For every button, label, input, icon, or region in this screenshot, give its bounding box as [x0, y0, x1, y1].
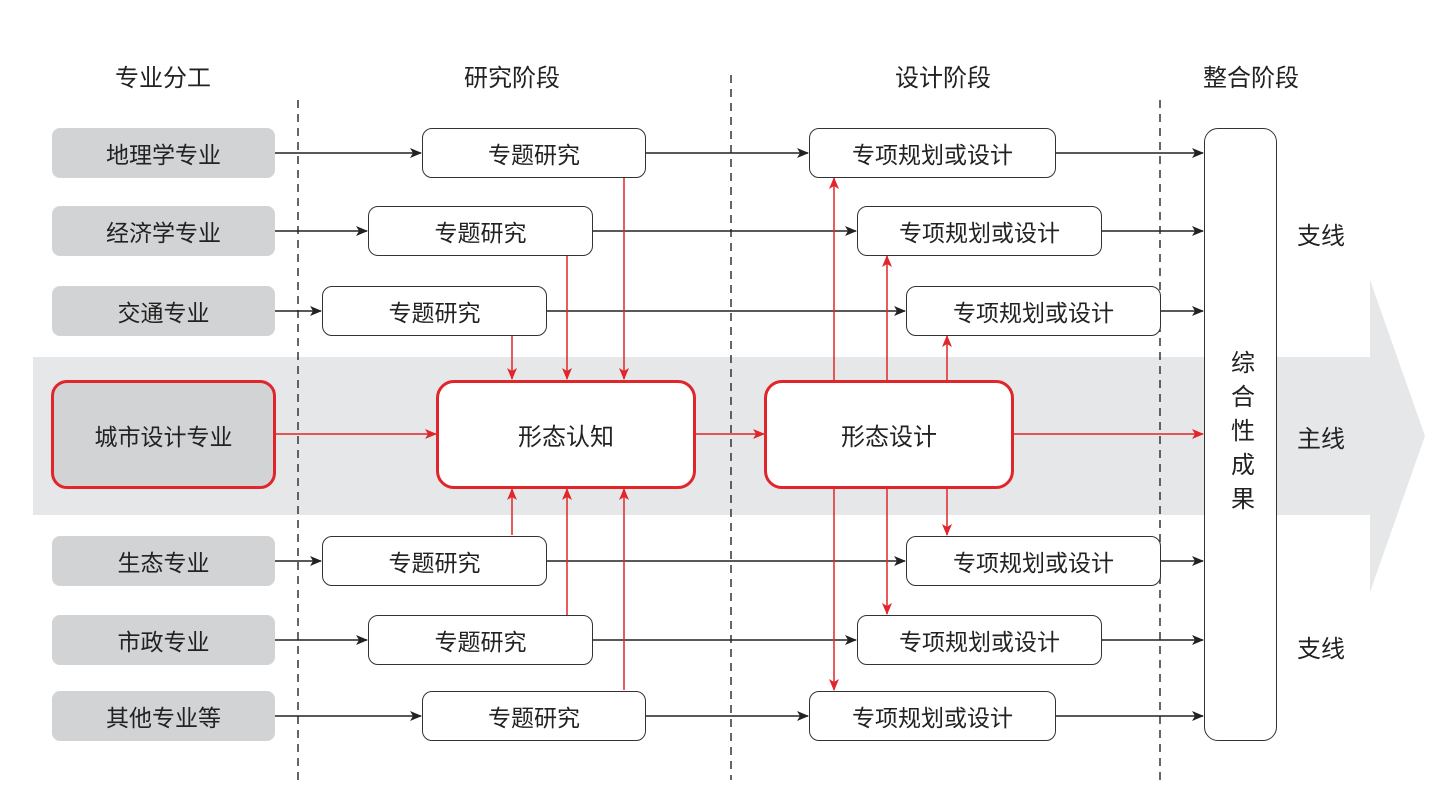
major-municipal: 市政专业	[52, 615, 275, 665]
special-design-box: 专项规划或设计	[906, 286, 1161, 336]
branch-line-label-bottom: 支线	[1297, 635, 1345, 663]
integrated-result-label: 综合性成果	[1226, 349, 1255, 520]
branch-flow-arrows	[275, 148, 1204, 721]
topic-research-box: 专题研究	[422, 128, 646, 178]
topic-research-box: 专题研究	[368, 615, 593, 665]
header-division: 专业分工	[115, 64, 211, 92]
branch-line-label-top: 支线	[1297, 222, 1345, 250]
special-design-box: 专项规划或设计	[809, 128, 1056, 178]
topic-research-box: 专题研究	[422, 691, 646, 741]
major-economics: 经济学专业	[52, 206, 275, 256]
main-flow-arrows	[276, 177, 1204, 691]
topic-research-box: 专题研究	[322, 536, 547, 586]
header-integration-stage: 整合阶段	[1203, 64, 1299, 92]
topic-research-box: 专题研究	[322, 286, 547, 336]
core-morphology-design: 形态设计	[764, 380, 1014, 489]
core-morphology-cognition: 形态认知	[436, 380, 696, 489]
major-transportation: 交通专业	[52, 286, 275, 336]
major-others: 其他专业等	[52, 691, 275, 741]
header-design-stage: 设计阶段	[895, 64, 991, 92]
special-design-box: 专项规划或设计	[906, 536, 1161, 586]
major-ecology: 生态专业	[52, 536, 275, 586]
major-geography: 地理学专业	[52, 128, 275, 178]
special-design-box: 专项规划或设计	[857, 206, 1102, 256]
main-line-label: 主线	[1297, 425, 1345, 453]
special-design-box: 专项规划或设计	[809, 691, 1056, 741]
stage-dividers	[297, 75, 1161, 780]
integrated-result-box: 综合性成果	[1204, 128, 1277, 741]
special-design-box: 专项规划或设计	[857, 615, 1102, 665]
major-urban-design: 城市设计专业	[51, 380, 276, 489]
header-research-stage: 研究阶段	[464, 64, 560, 92]
topic-research-box: 专题研究	[368, 206, 593, 256]
